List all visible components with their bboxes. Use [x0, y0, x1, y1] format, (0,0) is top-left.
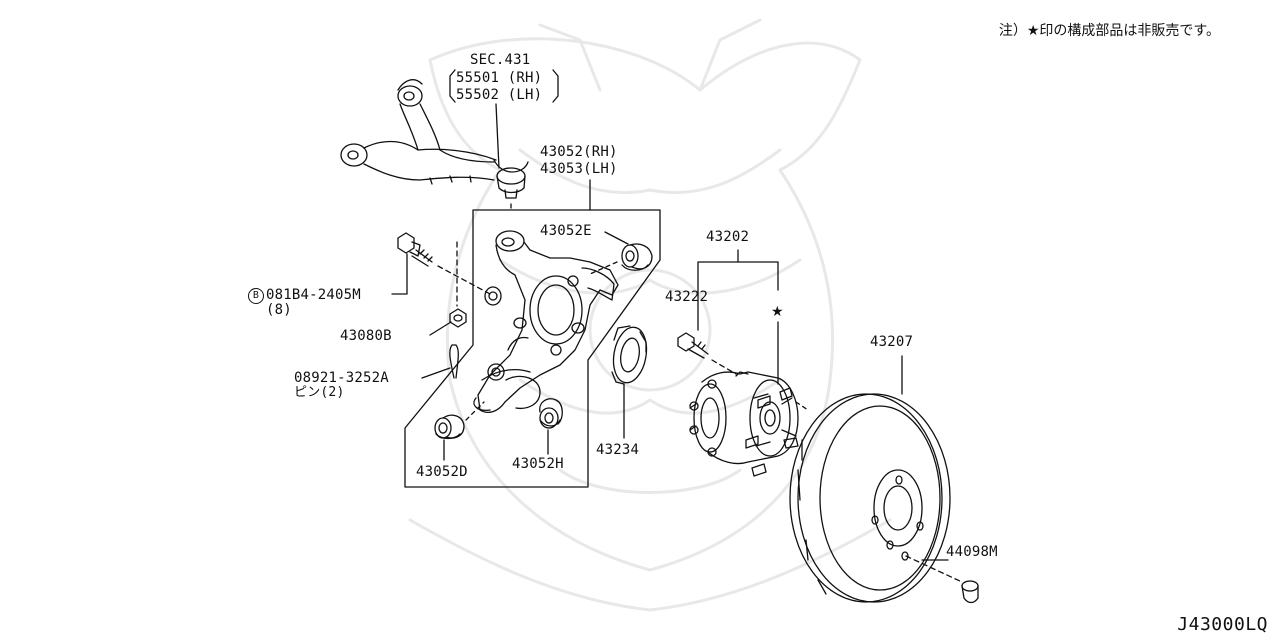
steering-knuckle	[473, 230, 619, 413]
hub-assy-bracket	[697, 261, 779, 291]
label-sec431-rh: 55501 (RH)	[456, 70, 543, 86]
label-bolt-qty: (8)	[266, 302, 292, 318]
brake-rotor	[789, 393, 951, 603]
label-rotor: 43207	[870, 334, 914, 350]
label-hub-assy: 43202	[706, 229, 750, 245]
label-hub-bolt: 43222	[665, 289, 709, 305]
leader-bush-e	[604, 231, 629, 245]
rotor-screw	[961, 580, 979, 604]
leader-pin	[421, 367, 451, 379]
hub-bolt	[677, 332, 709, 359]
bushing-d	[434, 414, 465, 440]
bolt-circle-icon: B	[248, 288, 264, 304]
leader-sec431	[495, 103, 500, 169]
label-sec431-lh: 55502 (LH)	[456, 87, 543, 103]
note-text: 注）★印の構成部品は非販売です。	[998, 23, 1220, 39]
sec-bracket-right	[552, 69, 559, 103]
dash-screw	[905, 555, 963, 583]
upper-link-arm	[340, 79, 529, 213]
leader-bolt	[391, 253, 408, 295]
label-nut: 43080B	[340, 328, 392, 344]
dash-bush-d	[465, 401, 485, 421]
label-bush-h: 43052H	[512, 456, 564, 472]
dash-bush-e	[589, 261, 618, 275]
dash-bolt	[437, 265, 491, 295]
label-plate: 43234	[596, 442, 640, 458]
label-pin-sub: ピン(2)	[294, 385, 345, 400]
cotter-pin	[449, 344, 459, 379]
label-bush-d: 43052D	[416, 464, 468, 480]
label-bolt-number: 081B4-2405M	[266, 287, 361, 303]
wheel-hub	[689, 371, 799, 477]
baffle-plate	[611, 325, 648, 385]
label-bush-e: 43052E	[540, 223, 592, 239]
bushing-e	[621, 243, 653, 271]
star-icon: ★	[771, 304, 784, 320]
label-sec431: SEC.431	[470, 52, 531, 68]
knuckle-group-box	[404, 209, 661, 488]
sec-bracket-left	[449, 69, 456, 103]
bushing-h	[539, 398, 563, 429]
label-screw: 44098M	[946, 544, 998, 560]
watermark-emblem	[408, 18, 892, 612]
label-knuckle-lh: 43053(LH)	[540, 161, 618, 177]
leader-nut	[429, 321, 452, 336]
diagram-code: J43000LQ	[1177, 614, 1268, 635]
label-knuckle-rh: 43052(RH)	[540, 144, 618, 160]
label-pin: 08921-3252A	[294, 370, 389, 386]
knuckle-bolt	[397, 232, 433, 267]
dash-hub	[795, 401, 809, 411]
hex-nut	[449, 308, 467, 328]
